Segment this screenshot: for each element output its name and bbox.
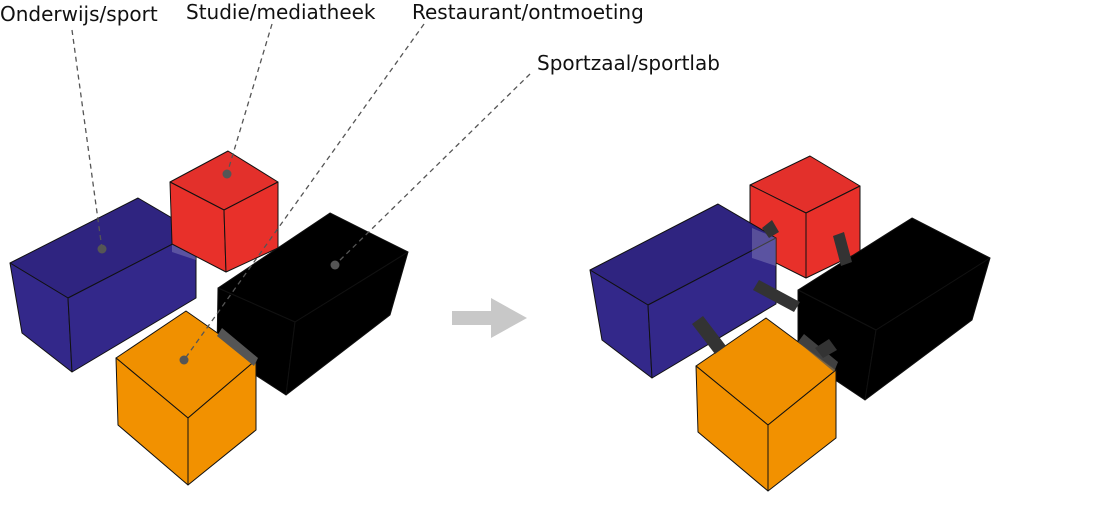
left-composition: Onderwijs/sport Studie/mediatheek Restau… (0, 0, 720, 486)
block-restaurant-left (115, 310, 258, 486)
block-restaurant-right (695, 317, 838, 492)
bridge-studie-onderwijs (762, 220, 779, 238)
bridge-onderwijs-restaurant (692, 316, 726, 354)
label-onderwijs-sport: Onderwijs/sport (0, 2, 158, 26)
dot-restaurant (179, 355, 189, 365)
dot-studie (222, 169, 232, 179)
dot-sportzaal (330, 260, 340, 270)
label-restaurant-ontmoeting: Restaurant/ontmoeting (412, 0, 644, 24)
right-arrow-icon (452, 298, 527, 338)
leader-restaurant (183, 23, 425, 361)
leader-studie (226, 23, 273, 175)
label-studie-mediatheek: Studie/mediatheek (186, 0, 376, 24)
leader-sportzaal (334, 73, 531, 266)
dot-onderwijs (97, 244, 107, 254)
bridge-studie-sportzaal (833, 232, 852, 266)
block-studie-left (169, 150, 279, 273)
label-sportzaal-sportlab: Sportzaal/sportlab (537, 51, 720, 75)
bridge-onderwijs-sportzaal (753, 280, 800, 312)
connector-bridges (692, 220, 852, 358)
leader-onderwijs (71, 29, 103, 250)
right-composition (589, 155, 991, 492)
block-onderwijs-right (589, 203, 777, 379)
block-sportzaal-right (797, 217, 991, 401)
bridge-restaurant-sportzaal (815, 339, 837, 358)
